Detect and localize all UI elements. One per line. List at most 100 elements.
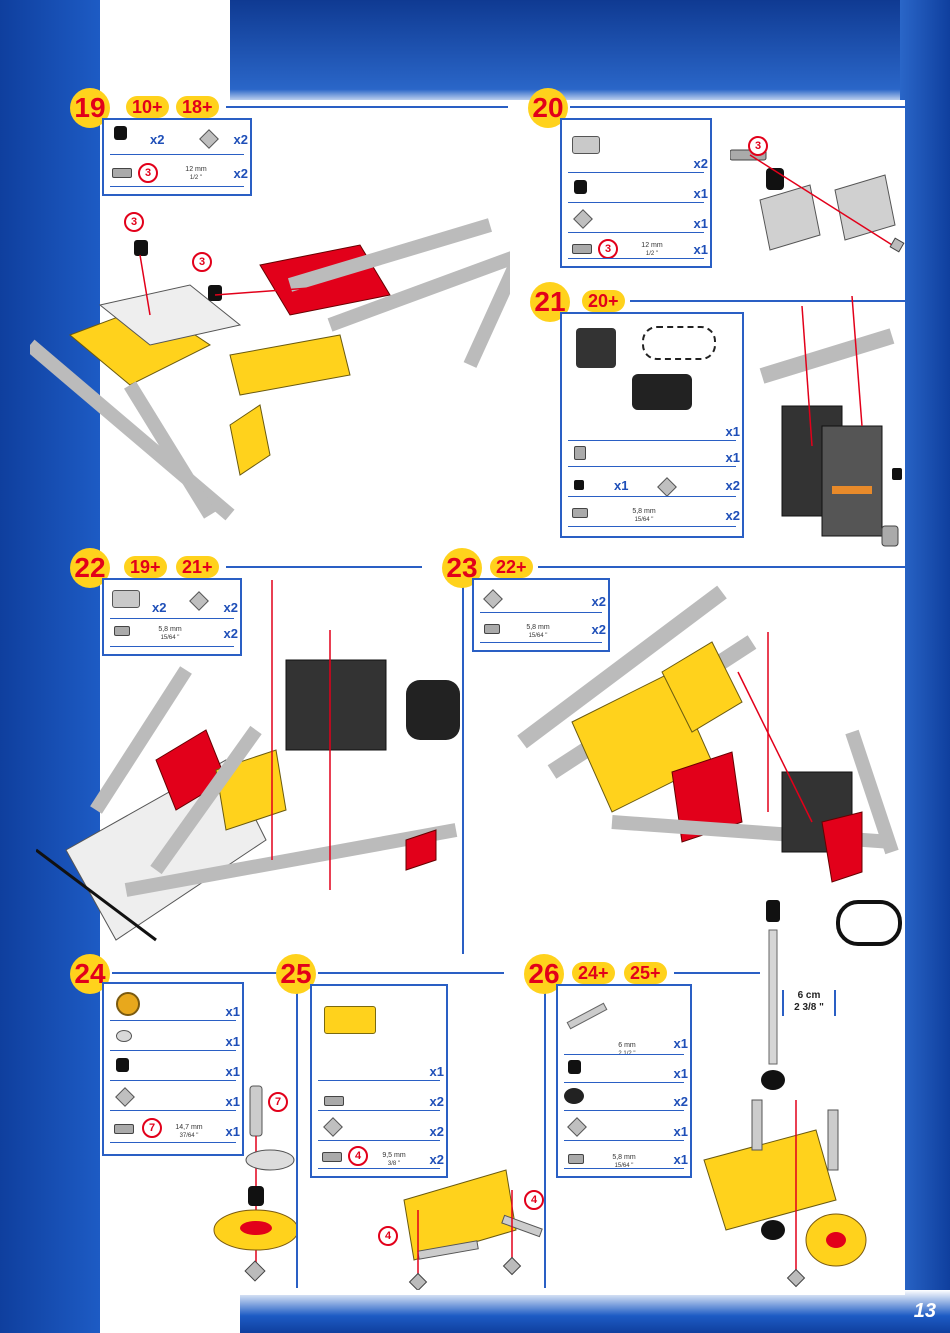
step-26-assembly — [703, 900, 867, 1288]
step-divider — [296, 972, 298, 1288]
guide-line — [749, 154, 901, 251]
top-blue-band — [230, 0, 950, 105]
axle-clip-part — [827, 1109, 839, 1171]
part-quantity: x1 — [673, 1124, 688, 1139]
roller-part — [134, 240, 148, 256]
axle-length-inch: 2 3/8 " — [794, 1002, 824, 1013]
tyre-part — [761, 1070, 785, 1090]
step-rule — [570, 106, 905, 108]
bolt-icon — [484, 624, 500, 634]
perforated-strip — [287, 218, 493, 292]
part-quantity: x2 — [725, 508, 740, 523]
part-quantity: x2 — [152, 600, 167, 615]
guide-line — [214, 284, 351, 296]
wire-coil — [836, 900, 902, 946]
part-quantity: x1 — [225, 1034, 240, 1049]
pulley-icon — [116, 992, 140, 1016]
part-quantity: x2 — [223, 626, 238, 641]
row-rule — [318, 1168, 440, 1169]
part-quantity: x1 — [725, 450, 740, 465]
angle-bracket-icon — [572, 136, 600, 154]
step-number: 25 — [276, 954, 316, 994]
red-plate — [671, 751, 743, 843]
roller-icon — [568, 1060, 581, 1074]
square-nut-icon — [199, 129, 219, 149]
row-rule — [564, 1054, 684, 1055]
pulley-hub — [240, 1221, 272, 1235]
part-quantity: x2 — [429, 1124, 444, 1139]
part-quantity: x2 — [673, 1094, 688, 1109]
motor-icon — [576, 328, 616, 368]
part-quantity: x1 — [693, 216, 708, 231]
step-23-assembly — [517, 585, 902, 946]
row-rule — [480, 612, 602, 613]
axle-length-cm: 6 cm — [797, 990, 821, 1001]
roller-icon — [114, 126, 127, 140]
pulley-hub — [826, 1232, 846, 1248]
row-rule — [110, 1110, 236, 1111]
perforated-strip — [327, 251, 510, 332]
step-rule — [630, 300, 905, 302]
bottom-blue-band — [240, 1290, 950, 1333]
reference-marker: 7 — [268, 1092, 288, 1112]
step-ref: 22+ — [490, 556, 533, 578]
red-bracket — [821, 811, 863, 883]
part-quantity: x2 — [233, 166, 248, 181]
pinion-icon — [574, 446, 586, 460]
angle-bracket-part — [834, 174, 896, 241]
part-quantity: x2 — [150, 132, 165, 147]
square-nut-part — [244, 1260, 266, 1282]
perforated-strip — [124, 381, 216, 519]
perforated-strip — [845, 729, 899, 855]
part-quantity: x1 — [673, 1036, 688, 1051]
axle-rod-icon — [566, 1002, 608, 1030]
reference-marker: 4 — [348, 1146, 368, 1166]
motor-face — [821, 425, 883, 537]
row-rule — [564, 1140, 684, 1141]
axle-rod-part — [768, 929, 778, 1065]
row-rule — [568, 232, 704, 233]
part-quantity: x1 — [693, 186, 708, 201]
screw-part — [249, 1085, 263, 1137]
part-quantity: x2 — [429, 1094, 444, 1109]
reference-marker: 3 — [192, 252, 212, 272]
page-number: 13 — [913, 1300, 936, 1322]
roller-icon — [574, 180, 587, 194]
red-bracket — [405, 829, 437, 871]
step-ref: 10+ — [126, 96, 169, 118]
screw-icon — [322, 1152, 342, 1162]
row-rule — [318, 1080, 440, 1081]
step-rule — [674, 972, 760, 974]
tyre-icon — [564, 1088, 584, 1104]
square-nut-part — [786, 1268, 806, 1288]
step-25-assembly — [403, 1169, 543, 1290]
axle-clip-part — [751, 1099, 763, 1151]
step-divider — [462, 566, 464, 954]
flanged-plate-icon — [324, 1006, 376, 1034]
perforated-strip — [759, 328, 895, 384]
part-quantity: x1 — [673, 1152, 688, 1167]
part-quantity: x2 — [223, 600, 238, 615]
reference-marker: 3 — [598, 239, 618, 259]
perforated-strip — [124, 823, 458, 897]
row-rule — [318, 1110, 440, 1111]
row-rule — [564, 1168, 684, 1169]
yellow-flanged-plate — [403, 1169, 517, 1261]
guide-line — [139, 254, 151, 316]
row-rule — [568, 172, 704, 173]
part-quantity: x1 — [725, 424, 740, 439]
step-rule — [226, 566, 422, 568]
perforated-strip — [517, 585, 727, 749]
row-rule — [568, 496, 736, 497]
yellow-plate — [229, 334, 351, 396]
part-quantity: x1 — [673, 1066, 688, 1081]
